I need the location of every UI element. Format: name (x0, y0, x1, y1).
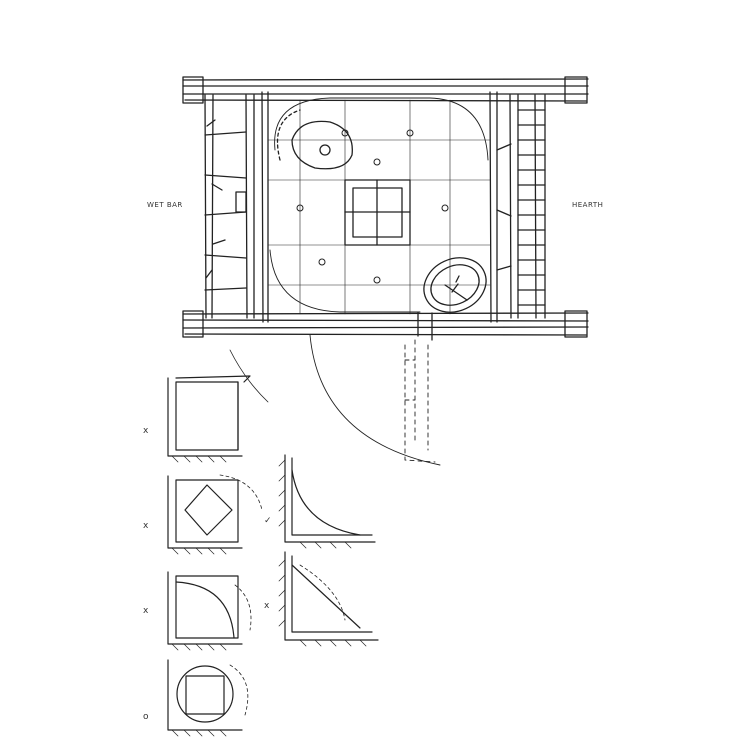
floor-plan (182, 76, 589, 466)
study-2 (167, 474, 263, 555)
hearth-zone (489, 91, 546, 323)
wet-bar-zone (204, 91, 269, 323)
study-5 (278, 454, 376, 549)
hearth-label: HEARTH (572, 201, 604, 209)
door-swing-arc (309, 334, 441, 466)
study-2-mark: x (143, 521, 149, 531)
tub-bottom-right (423, 257, 487, 313)
study-4 (167, 659, 249, 737)
study-1-mark: x (143, 426, 149, 436)
room-curve (269, 97, 489, 313)
study-3 (167, 571, 252, 651)
study-4-mark: o (143, 712, 149, 722)
wet-bar-label: WET BAR (147, 201, 183, 209)
center-skylight (344, 179, 411, 246)
study-6-mark: x (264, 601, 270, 611)
stair-outline (404, 339, 436, 463)
study-5-mark: ✓ (264, 516, 272, 526)
study-3-mark: x (143, 606, 149, 616)
top-beam (182, 76, 589, 104)
study-6 (278, 551, 379, 647)
corner-studies (167, 349, 379, 737)
tub-top-left (276, 109, 353, 170)
study-1 (167, 349, 269, 463)
bottom-beam (182, 310, 589, 338)
column-dots (296, 129, 449, 284)
